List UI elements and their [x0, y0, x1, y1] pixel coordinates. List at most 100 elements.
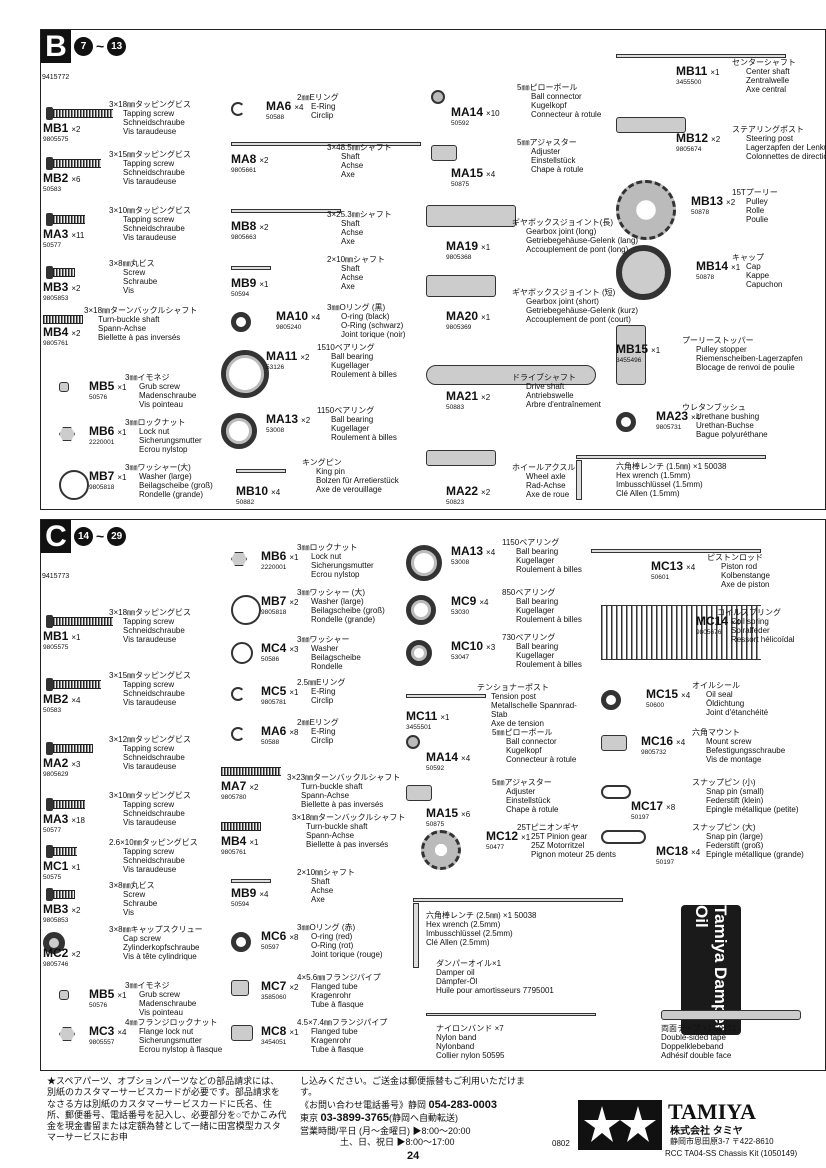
part-code-mc10: MC10×3 — [451, 639, 495, 653]
part-name-translation: Vis taraudeuse — [123, 126, 177, 136]
part-code-label: MA10 — [276, 309, 309, 323]
part-name-jp: 2×10㎜シャフト — [327, 255, 386, 264]
part-code-label: MA14 — [451, 105, 484, 119]
part-code-mb2: MB2×4 — [43, 692, 80, 706]
part-number: 50197 — [631, 814, 650, 821]
part-name-translation: Steering post — [746, 133, 794, 143]
part-name-translation: Axe de piston — [721, 579, 770, 589]
part-name-translation: E-Ring — [311, 686, 336, 696]
part-code-label: MA3 — [43, 227, 69, 241]
part-code-mb5: MB5×1 — [89, 379, 126, 393]
part-quantity: ×2 — [289, 983, 299, 992]
part-name-translation: 25T Pinion gear — [531, 831, 588, 841]
page-number: 24 — [407, 1150, 420, 1162]
part-name-translation: Turn-buckle shaft — [301, 781, 363, 791]
part-name-translation: Joint d'étanchéité — [706, 707, 769, 717]
part-quantity: ×2 — [71, 284, 81, 293]
part-code-label: MA6 — [261, 724, 287, 738]
part-name-translation: Vis taraudeuse — [123, 697, 177, 707]
part-code-mb13: MB13×2 — [691, 194, 736, 208]
oring-part-drawing — [231, 932, 251, 952]
part-number: 2220001 — [261, 564, 287, 571]
part-name-translation: Schneidschraube — [123, 625, 185, 635]
part-name-translation: Adjuster — [531, 146, 561, 156]
part-name-translation: Axe de verouillage — [316, 484, 382, 494]
part-number: 9805732 — [641, 749, 667, 756]
part-code-label: MB10 — [236, 484, 269, 498]
part-code-label: MC14 — [696, 614, 729, 628]
part-name-translation: Kugellager — [331, 423, 370, 433]
part-code-label: MC15 — [646, 687, 679, 701]
part-name-jp: 3㎜ロックナット — [297, 543, 358, 552]
part-name-jp: 1510ベアリング — [317, 343, 375, 352]
part-code-mc15: MC15×4 — [646, 687, 690, 701]
part-code-mb2: MB2×6 — [43, 171, 80, 185]
part-code-ma19: MA19×1 — [446, 239, 491, 253]
part-quantity: ×4 — [117, 1028, 127, 1037]
part-code-mb3: MB3×2 — [43, 902, 80, 916]
step-range-tilde: ~ — [96, 37, 105, 54]
part-name-jp: スナップピン (小) — [692, 778, 756, 787]
part-number: 50583 — [43, 707, 62, 714]
part-description: スナップピン (小)Snap pin (small)Federstift (kl… — [692, 778, 799, 815]
part-name-jp: 5㎜アジャスター — [492, 778, 552, 787]
step-to-badge: 29 — [107, 527, 127, 546]
part-code-label: MC5 — [261, 684, 287, 698]
part-code-label: MB14 — [696, 259, 729, 273]
part-name-translation: Oil seal — [706, 689, 733, 699]
part-name-translation: Rondelle (grande) — [311, 614, 376, 624]
part-code-mb7: MB7×1 — [89, 469, 126, 483]
part-name-jp: 3×15㎜タッピングビス — [109, 671, 192, 680]
business-hours-weekend: 土、日、祝日 ▶8:00〜17:00 — [340, 1137, 455, 1148]
part-name-jp: 2㎜Eリング — [297, 718, 339, 727]
part-code-mc14: MC14×4 — [696, 614, 740, 628]
part-name-translation: Vis taraudeuse — [123, 176, 177, 186]
part-code-label: MC17 — [631, 799, 664, 813]
item-name-translation: Hex wrench (2.5mm) — [426, 919, 501, 929]
part-number: 3455500 — [676, 79, 702, 86]
part-name-jp: 3×10㎜タッピングビス — [109, 206, 192, 215]
part-name-translation: Grub screw — [139, 381, 180, 391]
part-code-label: MB15 — [616, 342, 649, 356]
part-name-translation: Connecteur à rotule — [506, 754, 577, 764]
part-quantity: ×1 — [481, 243, 491, 252]
part-code-label: MA19 — [446, 239, 479, 253]
part-code-label: MC16 — [641, 734, 674, 748]
nut-part-drawing — [231, 552, 247, 566]
part-number: 53030 — [451, 609, 470, 616]
part-quantity: ×2 — [249, 783, 259, 792]
screw-part-drawing — [46, 742, 93, 755]
part-name-jp: 2㎜Eリング — [297, 93, 339, 102]
part-name-translation: Kragenrohr — [311, 990, 352, 1000]
part-name-translation: Vis taraudeuse — [123, 232, 177, 242]
part-name-jp: ギヤボックスジョイント (短) — [512, 288, 616, 297]
part-name-translation: Ball connector — [531, 91, 582, 101]
part-name-translation: Öldichtung — [706, 698, 745, 708]
part-code-mc2: MC2×2 — [43, 946, 80, 960]
part-name-translation: Arbre d'entraînement — [526, 399, 601, 409]
part-code-mb9: MB9×1 — [231, 276, 268, 290]
part-quantity: ×2 — [300, 353, 310, 362]
part-number: 9805369 — [446, 324, 472, 331]
part-description: 3㎜ワッシャー (大)Washer (large)Beilagscheibe (… — [297, 588, 385, 625]
part-number: 50594 — [231, 291, 250, 298]
part-quantity: ×2 — [726, 198, 736, 207]
pin-part-drawing — [236, 469, 286, 473]
part-quantity: ×4 — [686, 563, 696, 572]
ball-part-drawing — [406, 735, 420, 749]
part-quantity: ×6 — [461, 810, 471, 819]
part-code-label: MB6 — [261, 549, 287, 563]
part-name-jp: 1150ベアリング — [317, 406, 375, 415]
part-name-translation: Ball bearing — [516, 596, 559, 606]
part-code-ma15: MA15×6 — [426, 806, 471, 820]
